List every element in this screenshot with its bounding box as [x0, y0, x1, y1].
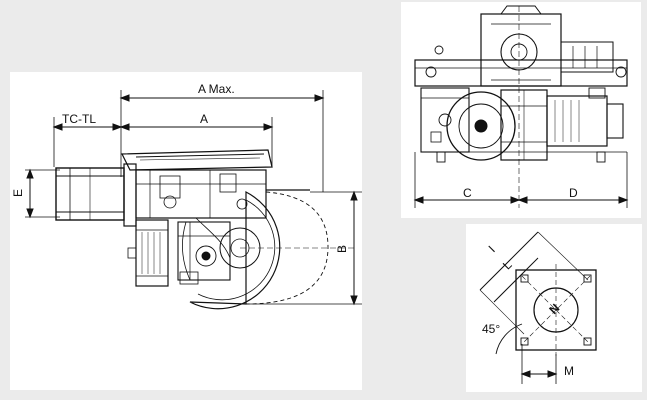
bolt-hole — [583, 337, 592, 346]
flange-view-drawing — [479, 231, 597, 384]
motor — [546, 95, 608, 147]
front-view-drawing — [413, 5, 629, 208]
burner-housing — [135, 169, 267, 219]
top-frame — [414, 59, 628, 87]
fan-volute — [189, 191, 281, 310]
bolt-hole — [520, 274, 529, 283]
label-angle: 45° — [482, 322, 501, 336]
dim-line-l-inner — [493, 257, 539, 303]
control-box — [560, 41, 614, 73]
fan-drum — [446, 91, 516, 161]
label-c: C — [463, 186, 472, 200]
fan-outline-dashed — [245, 191, 329, 305]
label-m: M — [564, 364, 574, 378]
burner-cover — [121, 149, 273, 171]
bolt-hole — [520, 337, 529, 346]
flange-view-panel: I L N 45° M — [466, 224, 642, 392]
side-view-panel: A Max. A TC-TL E B — [10, 72, 362, 390]
pump-block — [177, 221, 231, 281]
arrow — [119, 94, 130, 102]
label-b: B — [335, 244, 350, 254]
angle-arc — [495, 323, 523, 355]
gear-housing — [480, 13, 562, 87]
mounting-plate — [515, 269, 597, 351]
bolt-hole — [583, 274, 592, 283]
mounting-flange — [123, 163, 137, 227]
arrow — [314, 94, 325, 102]
label-e: E — [11, 188, 26, 198]
label-tc-tl: TC-TL — [62, 112, 96, 126]
label-a: A — [200, 112, 209, 126]
label-d: D — [569, 186, 578, 200]
front-view-panel: C D — [401, 2, 641, 218]
label-a-max: A Max. — [198, 82, 235, 96]
side-view-drawing — [25, 90, 362, 310]
dim-line-l-outer — [479, 231, 539, 291]
